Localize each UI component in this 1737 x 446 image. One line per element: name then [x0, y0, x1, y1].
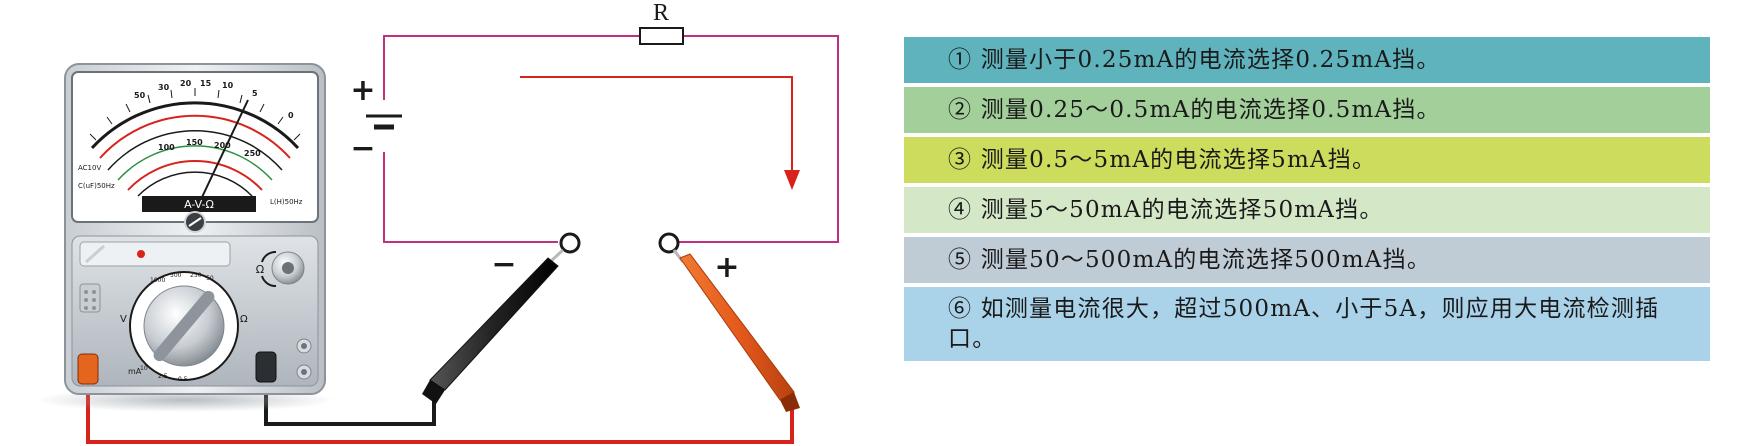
circuit-wires: [383, 35, 839, 243]
scale-num-10: 10: [222, 81, 234, 90]
rule-row-4: ④ 测量5～50mA的电流选择50mA挡。: [904, 187, 1710, 233]
scale-num-50: 50: [134, 91, 146, 100]
resistor: R: [639, 0, 684, 45]
scale-num-0: 0: [288, 111, 294, 120]
rule-row-1: ① 测量小于0.25mA的电流选择0.25mA挡。: [904, 37, 1710, 83]
rule-row-5: ⑤ 测量50～500mA的电流选择500mA挡。: [904, 237, 1710, 283]
black-jack[interactable]: [255, 351, 277, 383]
rule-row-2: ② 测量0.25～0.5mA的电流选择0.5mA挡。: [904, 87, 1710, 133]
scale-num-250: 250: [244, 149, 261, 158]
rule-row-3: ③ 测量0.5～5mA的电流选择5mA挡。: [904, 137, 1710, 183]
wire-top-right: [674, 35, 839, 243]
meter-plate-text: A-V-Ω: [184, 198, 214, 211]
terminals: [559, 232, 680, 254]
battery-minus-label: −: [350, 131, 375, 166]
red-probe: [672, 249, 800, 412]
dial-num-1000: 1000: [150, 277, 165, 284]
dial-num-0-5: 0.5: [178, 376, 188, 383]
scale-num-20: 20: [180, 79, 192, 88]
dial-num-50: 50: [206, 275, 214, 282]
rule-text-1: ① 测量小于0.25mA的电流选择0.25mA挡。: [948, 47, 1441, 73]
resistor-label: R: [653, 0, 669, 26]
scale-label-l: L(H)50Hz: [270, 198, 303, 206]
probe-minus-label: −: [491, 247, 516, 282]
mode-button[interactable]: [79, 283, 101, 313]
probe-plus-label: +: [714, 250, 739, 285]
rule-text-2: ② 测量0.25～0.5mA的电流选择0.5mA挡。: [948, 97, 1441, 123]
scale-label-ac: AC10V: [78, 164, 101, 172]
dial-num-2-5: 2.5: [158, 373, 168, 380]
wire-left-down: [383, 152, 558, 243]
test-leads: [86, 248, 800, 444]
indicator-light: [137, 250, 145, 258]
scale-num-30: 30: [158, 83, 170, 92]
rule-text-3: ③ 测量0.5～5mA的电流选择5mA挡。: [948, 147, 1377, 173]
red-jack[interactable]: [77, 353, 99, 385]
rule-row-6: ⑥ 如测量电流很大，超过500mA、小于5A，则应用大电流检测插口。: [904, 287, 1710, 361]
scale-num-200: 200: [214, 141, 231, 150]
scale-num-100: 100: [158, 143, 175, 152]
wire-loop: [383, 35, 640, 208]
dial-num-250: 250: [190, 272, 202, 279]
ohm-adjust-label: Ω: [256, 263, 264, 276]
dial-label-ma: mA: [128, 367, 142, 376]
dial-label-v: V: [120, 314, 127, 325]
terminal-minus: [559, 232, 581, 254]
range-selection-rules: ① 测量小于0.25mA的电流选择0.25mA挡。 ② 测量0.25～0.5mA…: [904, 37, 1710, 361]
rule-text-5: ⑤ 测量50～500mA的电流选择500mA挡。: [948, 247, 1432, 273]
dial-label-omega: Ω: [240, 314, 248, 325]
multimeter: 50 30 20 15 10 5 0 100 150 200 250 AC10V…: [35, 63, 335, 412]
battery: + −: [350, 73, 402, 166]
meter-needle: [194, 99, 249, 213]
dial-num-500: 500: [170, 272, 182, 279]
scale-num-5: 5: [252, 89, 258, 98]
scale-num-150: 150: [186, 138, 203, 147]
battery-plus-label: +: [350, 73, 375, 108]
rule-text-6: ⑥ 如测量电流很大，超过500mA、小于5A，则应用大电流检测插口。: [948, 296, 1660, 352]
black-probe: [422, 248, 565, 404]
scale-num-15: 15: [200, 79, 212, 88]
terminal-plus: [658, 232, 680, 254]
dial-num-10: 10: [140, 365, 148, 372]
rule-text-4: ④ 测量5～50mA的电流选择50mA挡。: [948, 197, 1384, 223]
range-selector-knob[interactable]: [151, 288, 217, 363]
current-arrow: [520, 76, 800, 190]
scale-label-c: C(uF)50Hz: [78, 182, 115, 190]
